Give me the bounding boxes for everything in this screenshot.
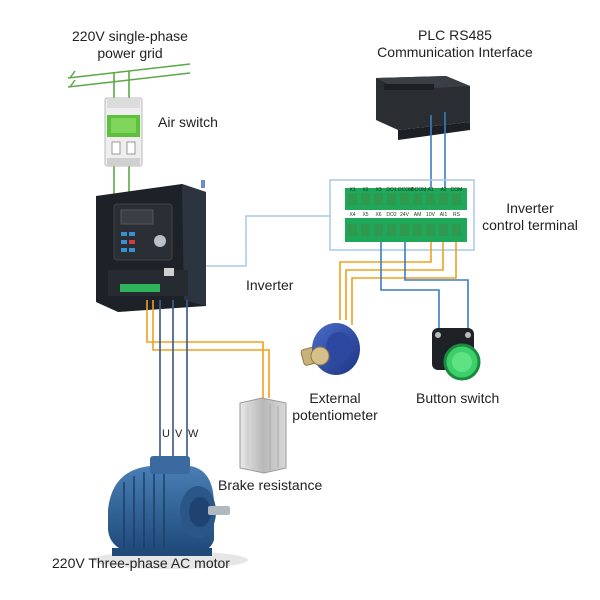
brake-resistor (239, 397, 287, 474)
brake-resistance-label: Brake resistance (218, 477, 323, 493)
motor-label: 220V Three-phase AC motor (52, 555, 230, 571)
plc-label-line1: PLC RS485 (418, 27, 492, 43)
terminal-pin-label: AI1 (439, 212, 448, 218)
terminal-pin-label: X2 (362, 187, 369, 193)
phase-w-label: W (188, 428, 199, 440)
control-terminal-label-line1: Inverter (506, 200, 554, 216)
terminal-pin-label: 24V (400, 212, 409, 218)
inverter-unit (96, 180, 206, 312)
terminal-pin-label: DO2 (386, 212, 397, 218)
potentiometer-label-line2: potentiometer (292, 407, 378, 423)
potentiometer-wires (339, 242, 457, 325)
control-terminal-label-line2: control terminal (482, 217, 578, 233)
button-wires (380, 242, 469, 330)
control-terminal-label: Inverter control terminal (474, 200, 586, 234)
terminal-pin-label: X4 (349, 212, 356, 218)
power-grid-label: 220V single-phase power grid (45, 28, 215, 62)
terminal-pin-label: AM (413, 212, 422, 218)
terminal-pin-label: COM (450, 187, 463, 193)
terminal-pin-label: DCOM (398, 187, 414, 193)
motor (92, 456, 248, 569)
potentiometer-label-line1: External (309, 390, 361, 406)
terminal-pin-label: X3 (375, 187, 382, 193)
plc-module (376, 76, 470, 140)
terminal-pin-label: 10V (426, 212, 435, 218)
power-grid-label-line1: 220V single-phase (72, 28, 188, 44)
phase-v-label: V (175, 428, 183, 440)
potentiometer-label: External potentiometer (280, 390, 390, 424)
motor-wires (159, 300, 188, 462)
air-switch (104, 97, 143, 167)
terminal-pin-label: RS (453, 212, 460, 218)
potentiometer (300, 323, 360, 375)
button-switch (432, 328, 481, 381)
button-switch-label: Button switch (416, 390, 500, 406)
terminal-pin-label: X5 (362, 212, 369, 218)
inverter-label: Inverter (246, 277, 294, 293)
phase-u-label: U (162, 428, 170, 440)
control-terminal (329, 179, 475, 251)
air-switch-label: Air switch (158, 114, 218, 130)
inverter-terminal-link (206, 215, 330, 267)
plc-wires (430, 112, 446, 200)
terminal-pin-label: X6 (375, 212, 382, 218)
terminal-pin-label: DCOM (411, 187, 427, 193)
terminal-pin-label: A2 (440, 187, 447, 193)
plc-label-line2: Communication Interface (377, 44, 533, 60)
brake-wires (146, 300, 270, 398)
terminal-pin-label: A1 (427, 187, 434, 193)
terminal-pin-label: DO1 (386, 187, 397, 193)
power-grid-label-line2: power grid (97, 45, 163, 61)
plc-label: PLC RS485 Communication Interface (350, 27, 560, 61)
terminal-pin-label: X1 (349, 187, 356, 193)
